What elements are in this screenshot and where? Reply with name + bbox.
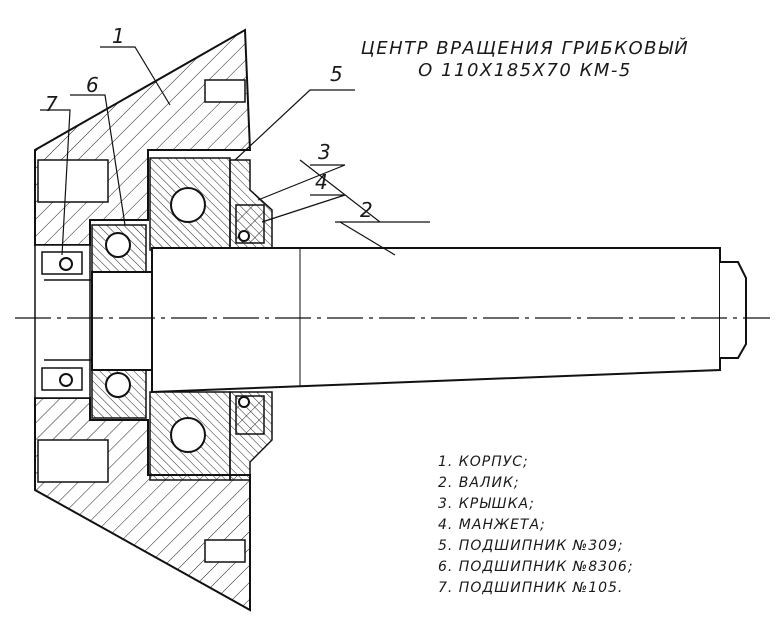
callout-3: 3 bbox=[318, 140, 331, 164]
drawing-title-line1: ЦЕНТР ВРАЩЕНИЯ ГРИБКОВЫЙ bbox=[360, 38, 690, 59]
bolt-hole-bottom bbox=[204, 539, 246, 563]
leader-2b bbox=[339, 221, 396, 256]
leader-5 bbox=[234, 89, 355, 161]
ball bbox=[170, 187, 206, 223]
ball bbox=[170, 417, 206, 453]
callout-1: 1 bbox=[112, 24, 125, 48]
ball bbox=[105, 232, 131, 258]
shaft-neck bbox=[91, 271, 153, 371]
shaft-body bbox=[151, 247, 721, 394]
bearing-8306 bbox=[91, 224, 147, 419]
callout-7: 7 bbox=[45, 92, 58, 116]
legend-item: 7. ПОДШИПНИК №105. bbox=[438, 580, 624, 596]
leader-1 bbox=[100, 46, 171, 106]
legend-item: 5. ПОДШИПНИК №309; bbox=[438, 538, 624, 554]
shaft-tail bbox=[44, 279, 92, 361]
callout-6: 6 bbox=[86, 73, 99, 97]
cover bbox=[229, 159, 273, 481]
legend-item: 6. ПОДШИПНИК №8306; bbox=[438, 559, 634, 575]
legend-item: 3. КРЫШКА; bbox=[438, 496, 535, 512]
legend-item: 4. МАНЖЕТА; bbox=[438, 517, 546, 533]
housing-pocket-bottom bbox=[37, 439, 109, 483]
leader-7 bbox=[40, 109, 71, 256]
bearing-105 bbox=[41, 251, 83, 391]
legend-item: 2. ВАЛИК; bbox=[438, 475, 520, 491]
callout-4: 4 bbox=[315, 170, 328, 194]
housing bbox=[34, 28, 252, 612]
seal-spring bbox=[238, 396, 250, 408]
callout-2: 2 bbox=[360, 198, 373, 222]
leader-lines bbox=[40, 46, 430, 256]
bolt-hole-top bbox=[204, 79, 246, 103]
leader-3 bbox=[257, 164, 346, 201]
callout-5: 5 bbox=[330, 62, 343, 86]
parts-legend: 1. КОРПУС; 2. ВАЛИК; 3. КРЫШКА; 4. МАНЖЕ… bbox=[438, 452, 634, 599]
housing-pocket-top bbox=[37, 159, 109, 203]
drawing-title-line2: О 110Х185Х70 КМ-5 bbox=[418, 60, 632, 81]
leader-4 bbox=[261, 194, 346, 223]
legend-item: 1. КОРПУС; bbox=[438, 454, 529, 470]
bearing-309 bbox=[149, 157, 231, 481]
ball bbox=[59, 373, 73, 387]
ball bbox=[59, 257, 73, 271]
ball bbox=[105, 372, 131, 398]
leader-6 bbox=[70, 94, 126, 226]
shaft bbox=[44, 247, 747, 394]
seal-spring bbox=[238, 230, 250, 242]
leader-2 bbox=[299, 159, 430, 223]
shaft-end bbox=[720, 261, 747, 359]
